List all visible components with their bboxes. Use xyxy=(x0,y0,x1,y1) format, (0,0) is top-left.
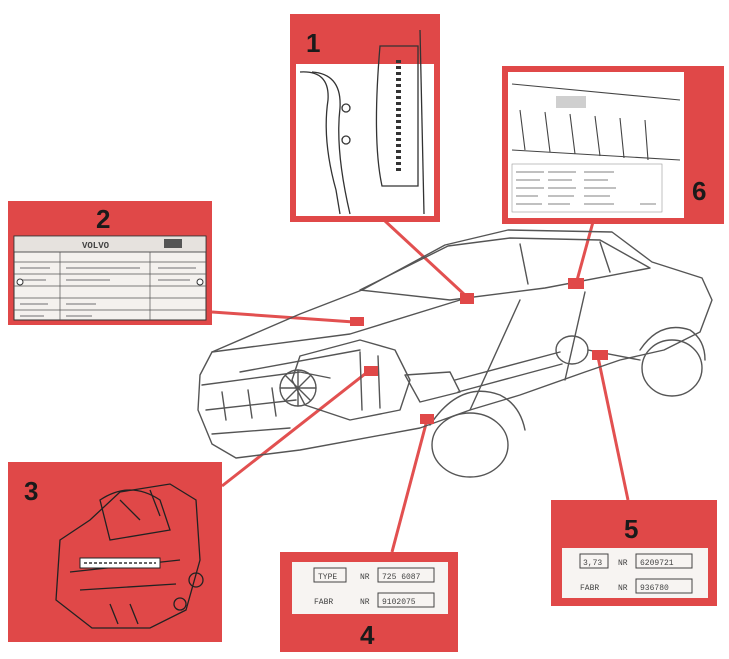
callout-4: TYPE NR 725 6087 FABR NR 9102075 4 xyxy=(280,552,458,652)
car-bumper xyxy=(211,427,291,435)
callout-6-label-sheet xyxy=(511,163,663,213)
callout-1-bolt-b xyxy=(341,135,351,145)
leader-lines xyxy=(211,219,630,553)
axle-plate xyxy=(562,548,708,598)
callout-2: 2 VOLVO xyxy=(8,201,212,325)
leader-line-6 xyxy=(574,221,595,285)
callout-6-sketch xyxy=(511,83,681,161)
callout-3-bolt-a xyxy=(188,572,204,588)
callout-3-flange-2 xyxy=(79,583,177,591)
callout-6-sill xyxy=(511,83,681,101)
car-front-arch xyxy=(429,390,526,431)
callout-5-number: 5 xyxy=(624,514,638,544)
callout-3-number: 3 xyxy=(24,476,38,506)
marker-1 xyxy=(460,293,474,304)
marker-2 xyxy=(350,317,364,326)
car-rear-arch xyxy=(639,326,706,361)
gearbox-plate-row1-prefix: NR xyxy=(360,573,370,582)
leader-line-5 xyxy=(596,356,630,501)
car-rear-wheel xyxy=(641,339,703,397)
callout-3-mount xyxy=(109,603,139,625)
car-front-wheel xyxy=(431,412,509,478)
gearbox-plate-row1-label: TYPE xyxy=(318,573,337,582)
callout-1: 1 xyxy=(290,14,440,222)
car-c-pillar xyxy=(599,241,611,273)
callout-6-label-spot xyxy=(556,96,586,108)
callout-2-number: 2 xyxy=(96,204,110,234)
engine-fan-blades xyxy=(279,369,317,407)
callout-1-edge-line xyxy=(419,29,425,215)
car-grille-bars xyxy=(221,387,277,421)
callout-5: 5 3,73 NR 6209721 FABR NR 936780 xyxy=(551,500,717,606)
callout-1-number: 1 xyxy=(306,28,320,58)
gearbox-plate-row2-prefix: NR xyxy=(360,598,370,607)
callout-1-sketch-edge2 xyxy=(311,71,351,215)
callout-3-bolt-b xyxy=(173,597,187,611)
type-plate-entries xyxy=(20,267,196,317)
axle-plate-row1-label: 3,73 xyxy=(583,559,602,568)
car-grille-mid xyxy=(205,399,297,411)
type-plate-rivet-right xyxy=(196,278,204,286)
car-hood-line xyxy=(211,299,461,353)
type-plate-header xyxy=(13,235,207,253)
callout-6: 6 xyxy=(502,66,724,224)
callout-4-number: 4 xyxy=(360,620,375,650)
callout-3-head-lines xyxy=(119,489,161,521)
car-grille-top xyxy=(201,371,331,386)
gearbox-plate xyxy=(292,562,448,614)
gearbox xyxy=(404,371,461,403)
car-id-markers xyxy=(350,278,608,424)
callout-3-engine-sketch xyxy=(55,483,204,629)
marker-4 xyxy=(420,414,434,424)
callout-6-sheet-lines xyxy=(516,171,656,205)
callout-1-sketch-edge xyxy=(299,71,341,215)
axle-plate-row2-value: 936780 xyxy=(640,584,669,593)
callout-3-block-outline xyxy=(55,483,201,629)
marker-6 xyxy=(568,278,584,289)
axle-plate-row1-value: 6209721 xyxy=(640,559,674,568)
engine-ribs xyxy=(359,351,381,411)
leader-line-3 xyxy=(221,368,371,488)
callout-1-panel xyxy=(296,64,434,216)
drive-shaft xyxy=(454,351,563,393)
marker-3 xyxy=(364,366,378,376)
type-plate-rivet-left xyxy=(16,278,24,286)
car-b-pillar xyxy=(519,243,529,285)
gearbox-plate-type-box xyxy=(313,567,347,583)
car-hood-edge xyxy=(239,349,361,373)
callout-6-number: 6 xyxy=(692,176,706,206)
gearbox-plate-row2-value-box xyxy=(377,592,435,608)
axle-plate-row1-value-box xyxy=(635,553,693,569)
axle-plate-row2-label: FABR xyxy=(580,584,599,593)
gearbox-plate-row1-value-box xyxy=(377,567,435,583)
type-plate-logo xyxy=(164,239,182,248)
axle-plate-ratio-box xyxy=(579,553,609,569)
marker-5 xyxy=(592,350,608,360)
callout-1-stamped-number xyxy=(396,60,401,172)
callout-1-stamp xyxy=(396,60,401,172)
callout-1-stamp-panel xyxy=(375,45,419,187)
callout-6-floor xyxy=(511,149,681,161)
callout-1-sketch xyxy=(299,29,425,215)
leader-line-2 xyxy=(211,310,355,324)
callout-1-bolt-a xyxy=(341,103,351,113)
leader-line-4 xyxy=(390,419,429,553)
gearbox-plate-row1-value: 725 6087 xyxy=(382,573,421,582)
gearbox-plate-row2-value: 9102075 xyxy=(382,598,416,607)
type-plate-brand: VOLVO xyxy=(82,241,110,251)
axle-plate-row1-prefix: NR xyxy=(618,559,628,568)
car-roof xyxy=(359,237,651,301)
leader-line-1 xyxy=(383,219,468,298)
axle-plate-row2-value-box xyxy=(635,578,693,594)
callout-3: 3 xyxy=(8,462,222,642)
car-drawing xyxy=(197,229,713,478)
callout-6-ribs xyxy=(519,109,649,161)
axle-plate-row2-prefix: NR xyxy=(618,584,628,593)
type-plate-grid xyxy=(14,252,206,320)
gearbox-plate-row2-label: FABR xyxy=(314,598,333,607)
callout-3-head xyxy=(99,489,171,541)
